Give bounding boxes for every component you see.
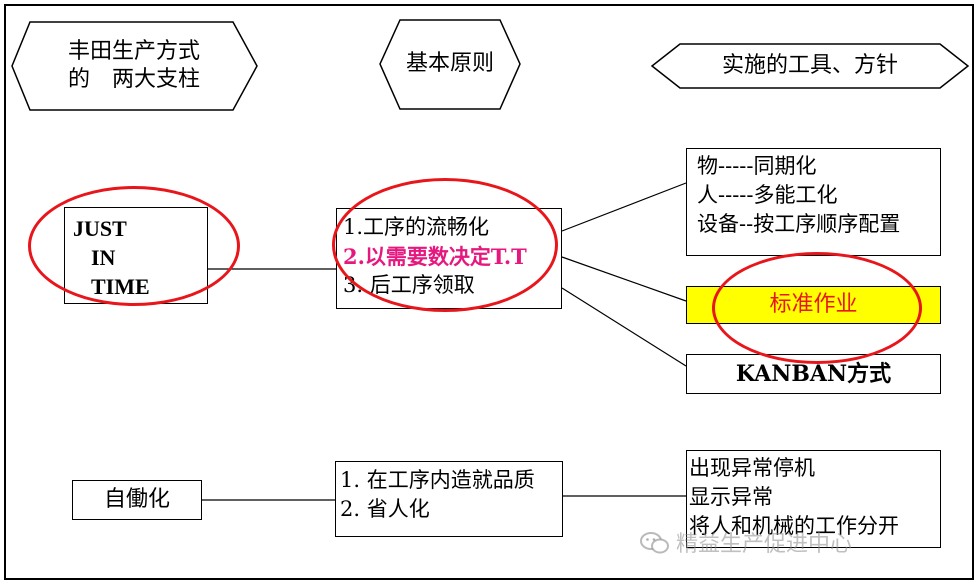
pillars-hexagon [11, 21, 258, 111]
tool-stop-on-abnormal: 出现异常停机 [689, 456, 815, 480]
principles-highlight-ellipse [332, 178, 558, 312]
pillars-header: 丰田生产方式 的 两大支柱 [67, 39, 200, 92]
diagram-frame [4, 4, 974, 580]
tool-show-abnormal: 显示异常 [689, 485, 773, 509]
jit-highlight-ellipse [28, 186, 240, 306]
principle-labor-saving: 2. 省人化 [340, 497, 430, 521]
jidoka-tools-box: 出现异常停机 显示异常 将人和机械的工作分开 [686, 450, 941, 548]
watermark-text: 精益生产促进中心 [676, 532, 853, 557]
wechat-icon [640, 532, 669, 554]
jidoka-box: 自働化 [72, 480, 202, 520]
jit-tools-box: 物-----同期化 人-----多能工化 设备--按工序顺序配置 [686, 148, 941, 256]
principles-header: 基本原则 [405, 51, 494, 76]
principles-to-kanban-line [561, 287, 687, 367]
principles-hexagon [379, 19, 521, 110]
tool-multi-skill: 人-----多能工化 [697, 183, 838, 207]
principle-built-in-quality: 1. 在工序内造就品质 [340, 468, 535, 492]
tools-header: 实施的工具、方针 [721, 53, 898, 78]
watermark: 精益生产促进中心 [640, 526, 852, 558]
tool-material-sync: 物-----同期化 [697, 154, 817, 178]
standard-highlight-ellipse [712, 252, 922, 364]
principles-to-tools-line [561, 182, 687, 232]
tool-separate-man-machine: 将人和机械的工作分开 [689, 514, 899, 538]
jidoka-principles-box: 1. 在工序内造就品质 2. 省人化 [335, 461, 563, 537]
tools-hexagon [650, 43, 970, 89]
tool-equipment-layout: 设备--按工序顺序配置 [697, 212, 901, 236]
principles-to-standard-line [561, 256, 687, 302]
